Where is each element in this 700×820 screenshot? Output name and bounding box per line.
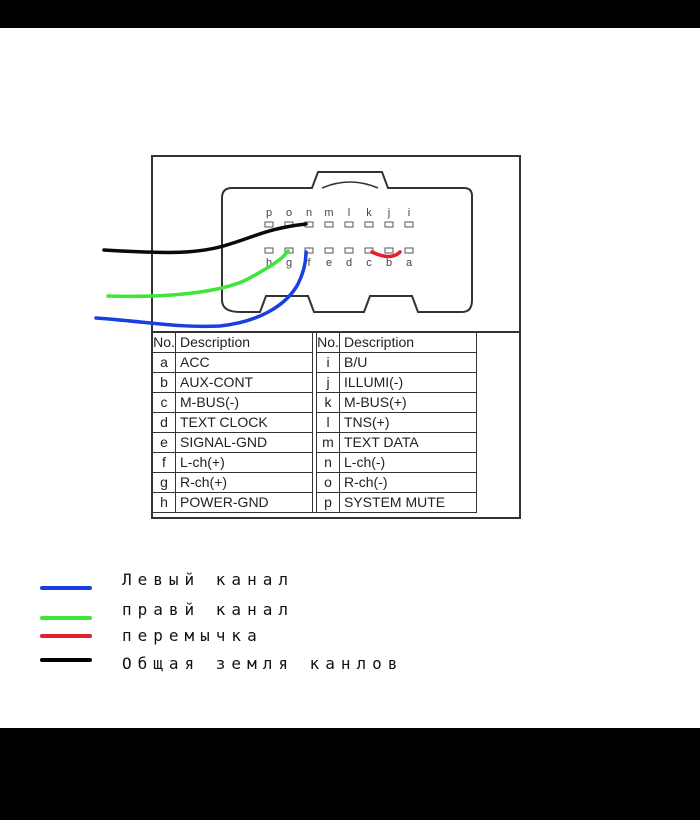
pin-label-k: k: [366, 207, 372, 219]
pin-b: [384, 247, 394, 254]
pin-c: [364, 247, 374, 254]
pin-label-o: o: [286, 207, 292, 219]
pin-number: b: [152, 372, 176, 393]
pin-label-h: h: [266, 257, 272, 269]
pin-label-j: j: [387, 207, 390, 219]
black-wire: [102, 222, 308, 255]
pin-description: R-ch(-): [339, 472, 477, 493]
pin-label-i: i: [408, 207, 410, 219]
pin-number: k: [316, 392, 340, 413]
pin-description: M-BUS(+): [339, 392, 477, 413]
pin-description: ILLUMI(-): [339, 372, 477, 393]
pin-a: [404, 247, 414, 254]
pin-label-p: p: [266, 207, 272, 219]
pin-d: [344, 247, 354, 254]
legend-item: Левый канал: [40, 566, 540, 596]
pin-number: o: [316, 472, 340, 493]
pin-label-g: g: [286, 257, 292, 269]
legend-swatch: [40, 616, 92, 620]
pin-description: SYSTEM MUTE: [339, 492, 477, 513]
pin-k: [364, 221, 374, 228]
pin-j: [384, 221, 394, 228]
pin-i: [404, 221, 414, 228]
pin-m: [324, 221, 334, 228]
pin-l: [344, 221, 354, 228]
pin-label-m: m: [324, 207, 333, 219]
pin-description: R-ch(+): [175, 472, 313, 493]
pin-number: i: [316, 352, 340, 373]
header-description: Description: [175, 332, 313, 353]
pin-number: m: [316, 432, 340, 453]
pin-label-f: f: [307, 257, 311, 269]
pin-label-a: a: [406, 257, 413, 269]
top-black-bar: [0, 0, 700, 28]
pin-label-d: d: [346, 257, 352, 269]
pin-number: j: [316, 372, 340, 393]
pin-e: [324, 247, 334, 254]
header-no: No.: [316, 332, 340, 353]
red-jumper: [370, 250, 402, 259]
legend-swatch: [40, 658, 92, 662]
header-no: No.: [152, 332, 176, 353]
pin-description: TEXT CLOCK: [175, 412, 313, 433]
pin-p: [264, 221, 274, 228]
legend-label: перемычка: [122, 626, 263, 645]
blue-wire: [94, 250, 308, 329]
pin-number: f: [152, 452, 176, 473]
legend-label: правй канал: [122, 600, 294, 619]
pin-number: a: [152, 352, 176, 373]
connector-housing: [221, 171, 473, 313]
pin-description: POWER-GND: [175, 492, 313, 513]
pin-number: n: [316, 452, 340, 473]
legend-item: Общая земля канлов: [40, 650, 540, 680]
pin-f: [304, 247, 314, 254]
pin-label-n: n: [306, 207, 312, 219]
pin-h: [264, 247, 274, 254]
bottom-black-bar: [0, 728, 700, 820]
pin-description: L-ch(-): [339, 452, 477, 473]
pin-number: l: [316, 412, 340, 433]
pin-description: ACC: [175, 352, 313, 373]
green-wire: [106, 249, 290, 299]
pin-description: AUX-CONT: [175, 372, 313, 393]
pin-label-b: b: [386, 257, 392, 269]
pin-number: e: [152, 432, 176, 453]
pin-number: g: [152, 472, 176, 493]
pin-number: h: [152, 492, 176, 513]
legend-label: Общая земля канлов: [122, 654, 404, 673]
pin-number: c: [152, 392, 176, 413]
pin-description: SIGNAL-GND: [175, 432, 313, 453]
pin-description: TNS(+): [339, 412, 477, 433]
header-description: Description: [339, 332, 477, 353]
legend-item: правй канал: [40, 596, 540, 626]
pin-label-l: l: [348, 207, 350, 219]
pin-number: d: [152, 412, 176, 433]
pin-description: M-BUS(-): [175, 392, 313, 413]
legend-swatch: [40, 586, 92, 590]
pin-description: L-ch(+): [175, 452, 313, 473]
legend-swatch: [40, 634, 92, 638]
connector-latch: [321, 181, 379, 189]
legend-item: перемычка: [40, 622, 540, 652]
pin-label-c: c: [366, 257, 372, 269]
pin-label-e: e: [326, 257, 332, 269]
pin-number: p: [316, 492, 340, 513]
pin-description: B/U: [339, 352, 477, 373]
legend-label: Левый канал: [122, 570, 294, 589]
pin-description: TEXT DATA: [339, 432, 477, 453]
